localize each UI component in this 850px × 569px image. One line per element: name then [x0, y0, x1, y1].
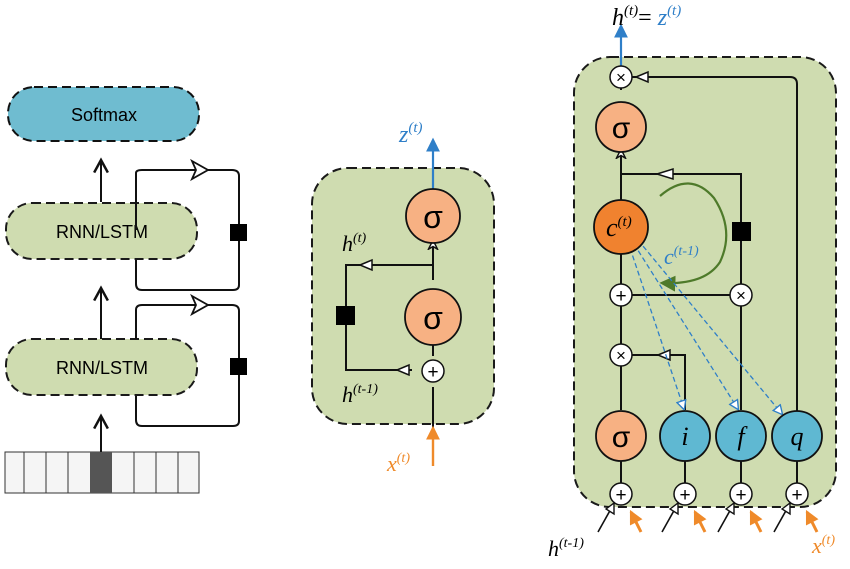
output-sigma-node	[595, 101, 647, 153]
svg-text:i: i	[681, 422, 688, 451]
input-sigma-node	[595, 410, 647, 462]
sigma-hidden-node	[404, 288, 462, 346]
rnn-lstm-layer-top-label: RNN/LSTM	[56, 222, 148, 242]
delay-block-top	[230, 224, 247, 241]
rnn-lstm-layer-bottom-label: RNN/LSTM	[56, 358, 148, 378]
output-z-label: z(t)	[398, 120, 423, 148]
softmax-label: Softmax	[71, 105, 137, 125]
sum-node-i	[673, 482, 697, 506]
softmax-box	[7, 86, 200, 142]
svg-text:+: +	[427, 362, 438, 383]
svg-text:×: ×	[616, 68, 626, 87]
memory-recurrence-arc	[659, 182, 728, 292]
sum-node-f	[729, 482, 753, 506]
hidden-input-arrows	[597, 501, 791, 533]
svg-text:+: +	[791, 485, 802, 506]
svg-text:σ: σ	[612, 421, 631, 454]
svg-text:+: +	[615, 286, 626, 307]
sigma-hidden-label: σ	[423, 300, 443, 336]
cell-state-label: c(t)	[606, 213, 632, 242]
input-multiply-node	[609, 343, 633, 367]
cell-state-node	[593, 199, 649, 255]
lstm-x-t-label: x(t)	[811, 533, 835, 558]
svg-text:+: +	[735, 485, 746, 506]
x-t-label-middle: x(t)	[386, 451, 410, 476]
lstm-cell-panel: h(t)= z(t) × σ	[548, 3, 837, 561]
sigma-output-label: σ	[423, 199, 443, 235]
svg-text:×: ×	[736, 286, 746, 305]
lstm-h-prev-label: h(t-1)	[548, 536, 584, 561]
sum-node-sigma	[609, 482, 633, 506]
sigma-output-node	[405, 188, 461, 244]
lstm-output-equation: h(t)= z(t)	[612, 3, 681, 31]
cell-prev-label: c(t-1)	[664, 244, 699, 269]
cell-sum-node	[609, 283, 633, 307]
simple-rnn-cell-panel: z(t) σ σ + h(t) h(t-1) x(t)	[311, 120, 495, 476]
rnn-lstm-layer-top	[5, 202, 198, 260]
output-multiply-node	[609, 65, 633, 89]
svg-text:+: +	[615, 485, 626, 506]
delay-block-cell	[732, 222, 751, 241]
svg-text:σ: σ	[612, 112, 631, 145]
input-vector	[4, 451, 200, 494]
input-vector-active-cell	[90, 452, 112, 493]
lstm-cell-box	[573, 56, 837, 508]
rnn-cell-box	[311, 167, 495, 425]
h-t-label: h(t)	[342, 231, 367, 256]
svg-text:×: ×	[616, 346, 626, 365]
rnn-lstm-layer-bottom	[5, 338, 198, 396]
svg-text:+: +	[679, 485, 690, 506]
x-input-arrows	[629, 509, 819, 533]
delay-block-bottom	[230, 358, 247, 375]
sum-node-q	[785, 482, 809, 506]
h-prev-label: h(t-1)	[342, 382, 378, 407]
delay-block-middle	[336, 306, 355, 325]
left-stack-panel: Softmax RNN/LSTM RNN/LSTM	[4, 86, 247, 494]
svg-text:f: f	[737, 422, 748, 451]
sum-node-middle	[421, 359, 445, 383]
forget-multiply-node	[729, 283, 753, 307]
svg-text:q: q	[791, 422, 804, 451]
